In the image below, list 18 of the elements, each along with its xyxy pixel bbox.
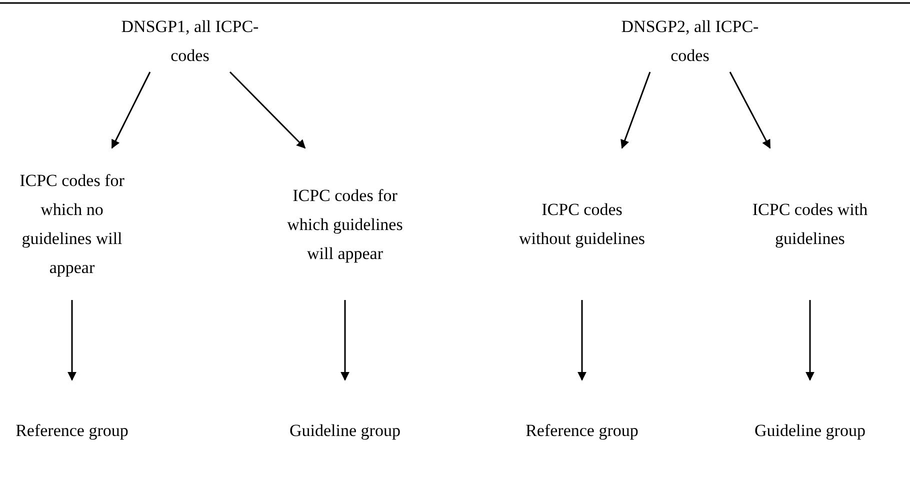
node-text: Guideline group [754,420,866,442]
arrow [578,300,586,381]
arrow [340,300,350,381]
node-text: ICPC codes for which no guidelines will appear [18,170,126,279]
arrow [68,300,76,381]
arrow [620,72,651,149]
node-text: ICPC codes for which guidelines will appear [286,184,404,265]
node-text: Guideline group [290,420,400,442]
node-text: DNSGP2, all ICPC-codes [620,16,760,67]
arrow [729,72,771,149]
node-text: Reference group [526,420,638,442]
node-text: ICPC codes with guidelines [751,199,869,250]
arrow [111,72,151,149]
arrow [229,71,306,149]
node-text: DNSGP1, all ICPC-codes [120,16,260,67]
node-text: Reference group [16,420,128,442]
arrow [806,300,814,381]
node-text: ICPC codes without guidelines [518,199,646,250]
